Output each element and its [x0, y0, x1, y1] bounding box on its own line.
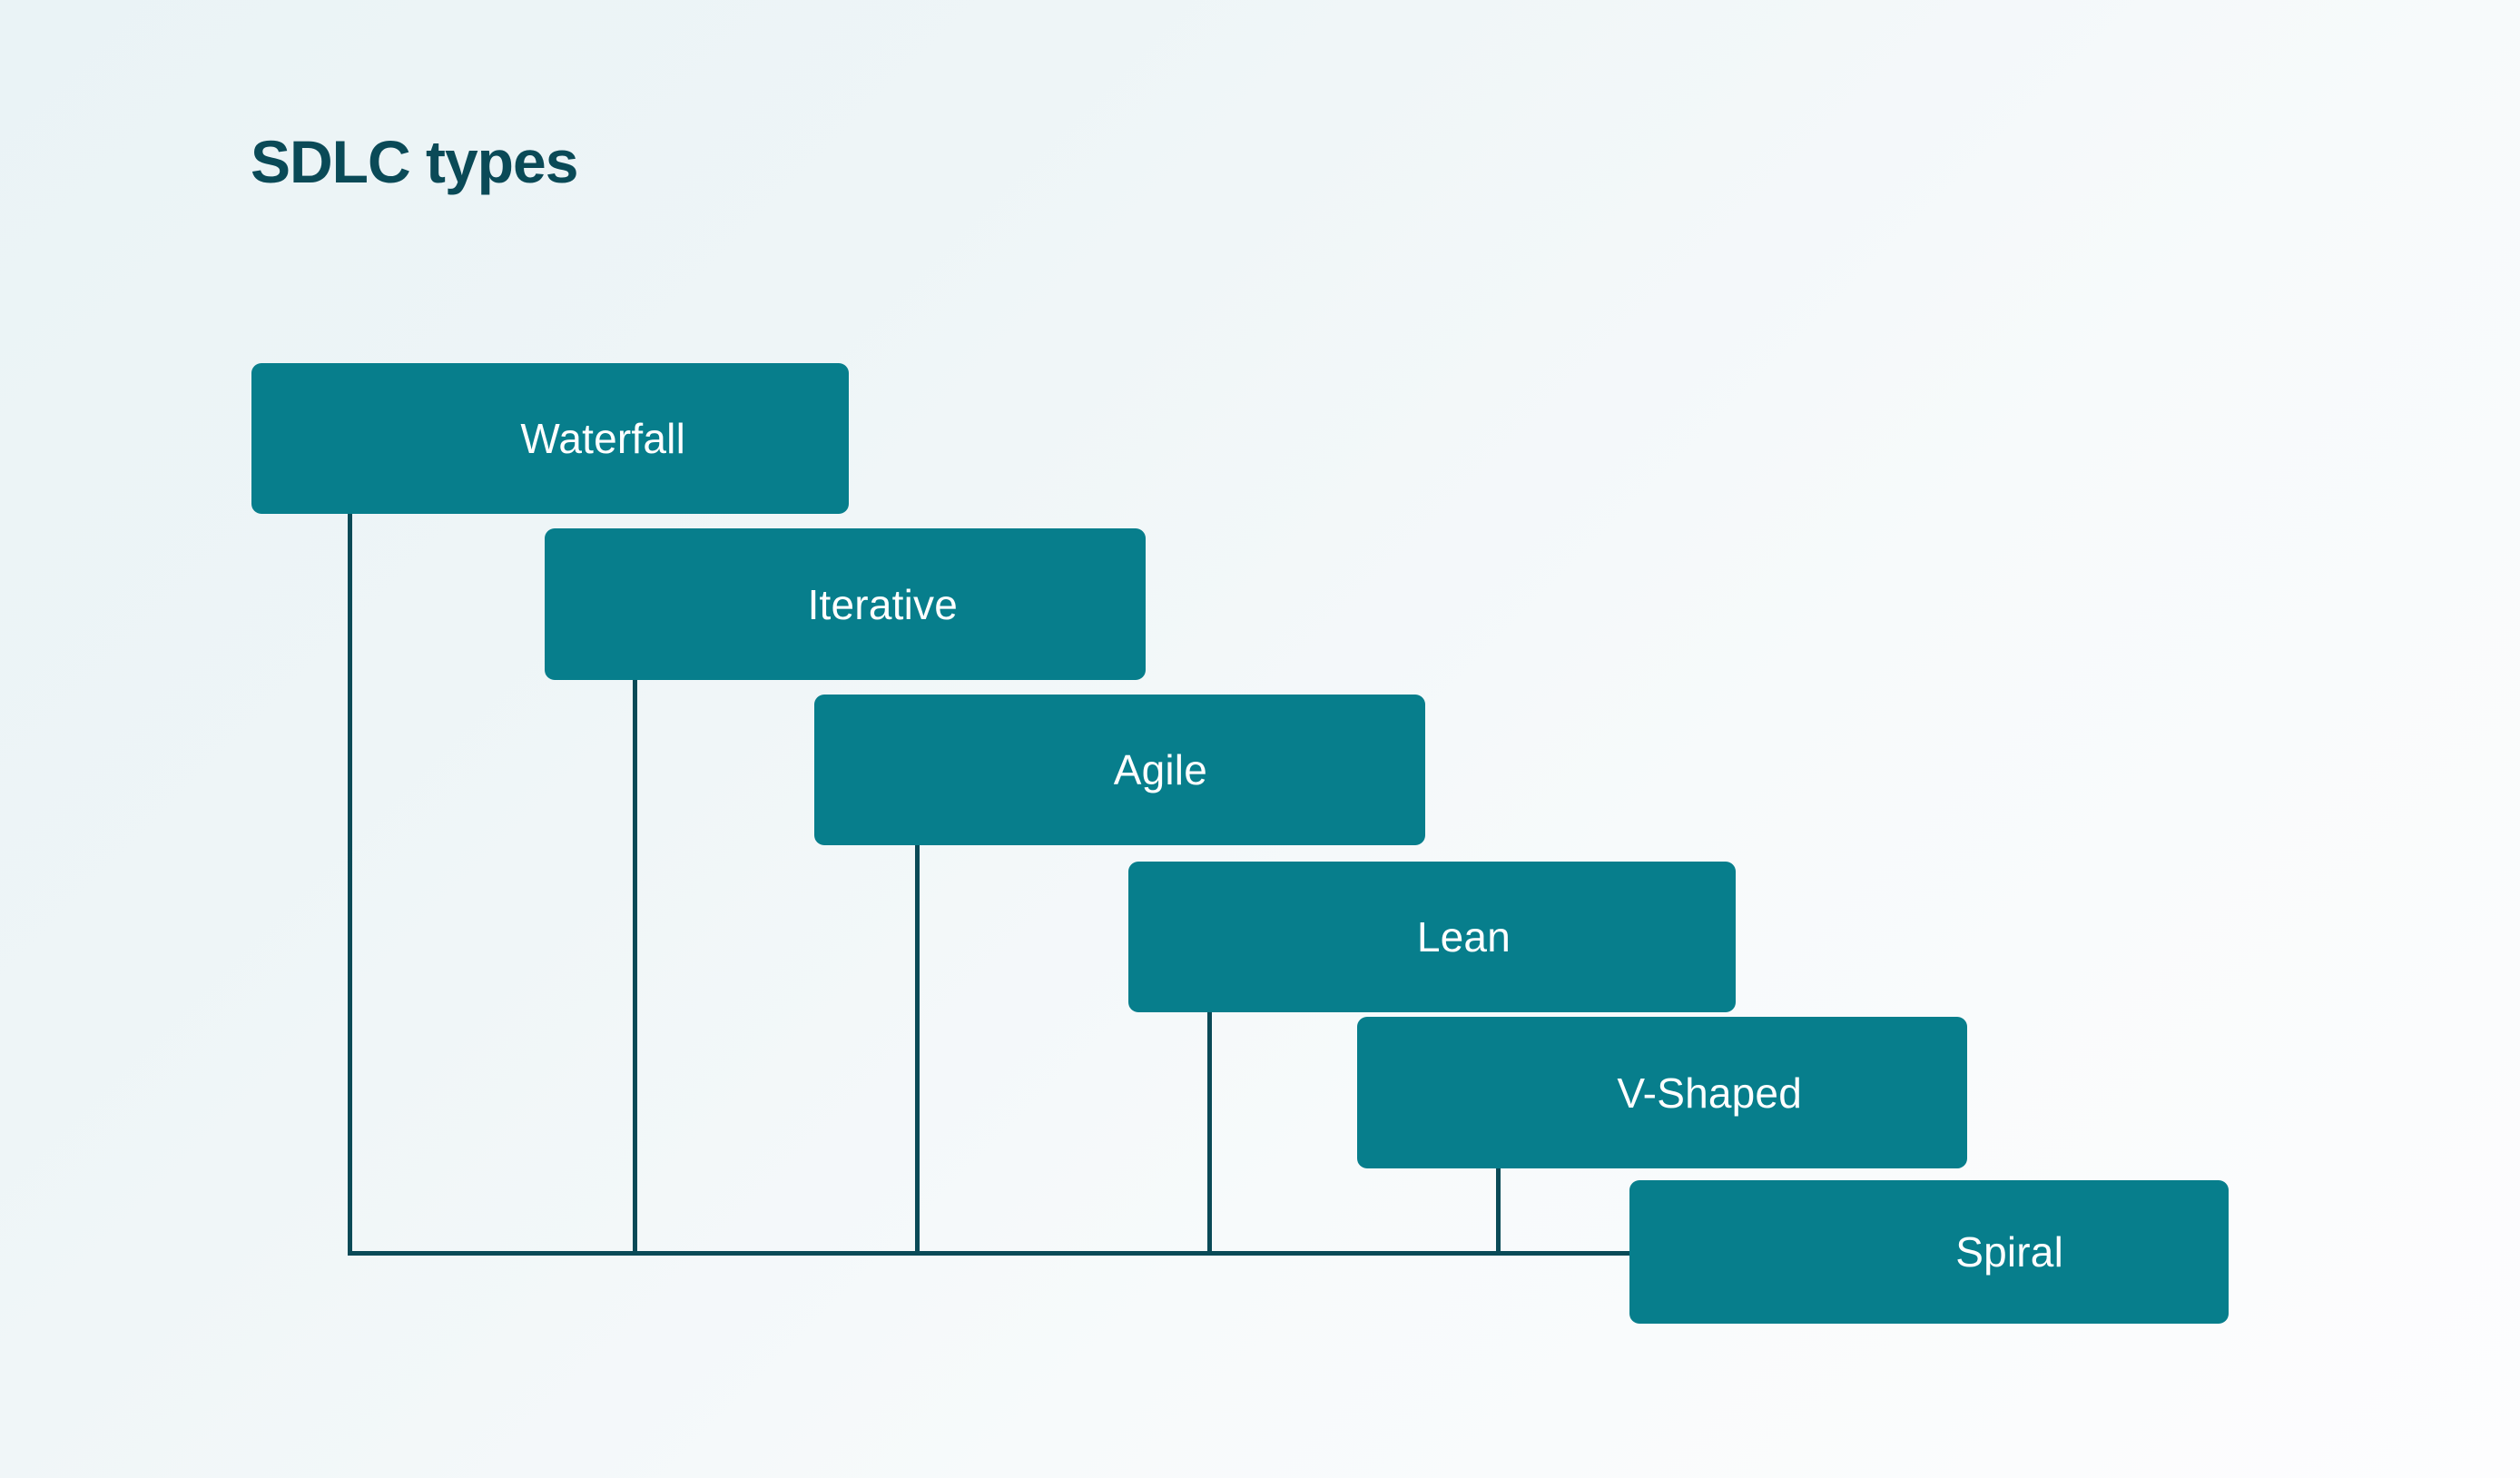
step-box-iterative[interactable]: Iterative [545, 528, 1146, 680]
step-label-lean: Lean [1416, 913, 1511, 961]
connector-iterative [633, 676, 637, 1256]
step-box-lean[interactable]: Lean [1128, 862, 1736, 1012]
step-box-agile[interactable]: Agile [814, 695, 1425, 845]
connector-agile [915, 842, 920, 1256]
step-box-spiral[interactable]: Spiral [1629, 1180, 2229, 1324]
connector-v-shaped [1496, 1166, 1501, 1256]
step-label-spiral: Spiral [1955, 1228, 2063, 1276]
step-label-agile: Agile [1113, 746, 1207, 793]
connector-waterfall [348, 511, 352, 1256]
step-label-iterative: Iterative [807, 580, 958, 628]
step-box-waterfall[interactable]: Waterfall [251, 363, 849, 514]
connector-lean [1207, 1008, 1212, 1256]
step-label-v-shaped: V-Shaped [1617, 1069, 1802, 1117]
step-box-v-shaped[interactable]: V-Shaped [1357, 1017, 1967, 1168]
step-label-waterfall: Waterfall [520, 415, 685, 462]
diagram-baseline [348, 1251, 1632, 1256]
page-title: SDLC types [251, 128, 578, 195]
